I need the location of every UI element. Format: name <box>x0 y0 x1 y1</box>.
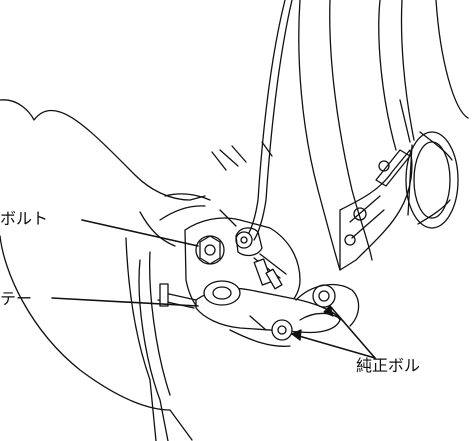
fender-outline <box>0 99 206 201</box>
leader-genuine-bolt-1 <box>329 305 376 359</box>
genuine-bolt-lower <box>271 319 293 341</box>
caliper-body <box>339 149 413 271</box>
banjo-bolt <box>235 231 253 249</box>
fork-tube-right <box>329 0 373 261</box>
wheel-rim-outline <box>0 235 193 441</box>
callout-stay-label: テー <box>0 289 33 308</box>
leader-bolt <box>81 219 199 247</box>
leader-stay <box>51 297 199 307</box>
callout-bolt-label: ボルト <box>0 209 49 228</box>
genuine-bolt-upper <box>312 284 336 308</box>
leader-genuine-bolt-2 <box>291 333 376 359</box>
brake-hose <box>245 0 286 239</box>
fork-tube-left <box>298 0 341 271</box>
disc-rotor <box>405 131 459 229</box>
callout-genuine-bolt-label: 純正ボル <box>356 356 421 375</box>
